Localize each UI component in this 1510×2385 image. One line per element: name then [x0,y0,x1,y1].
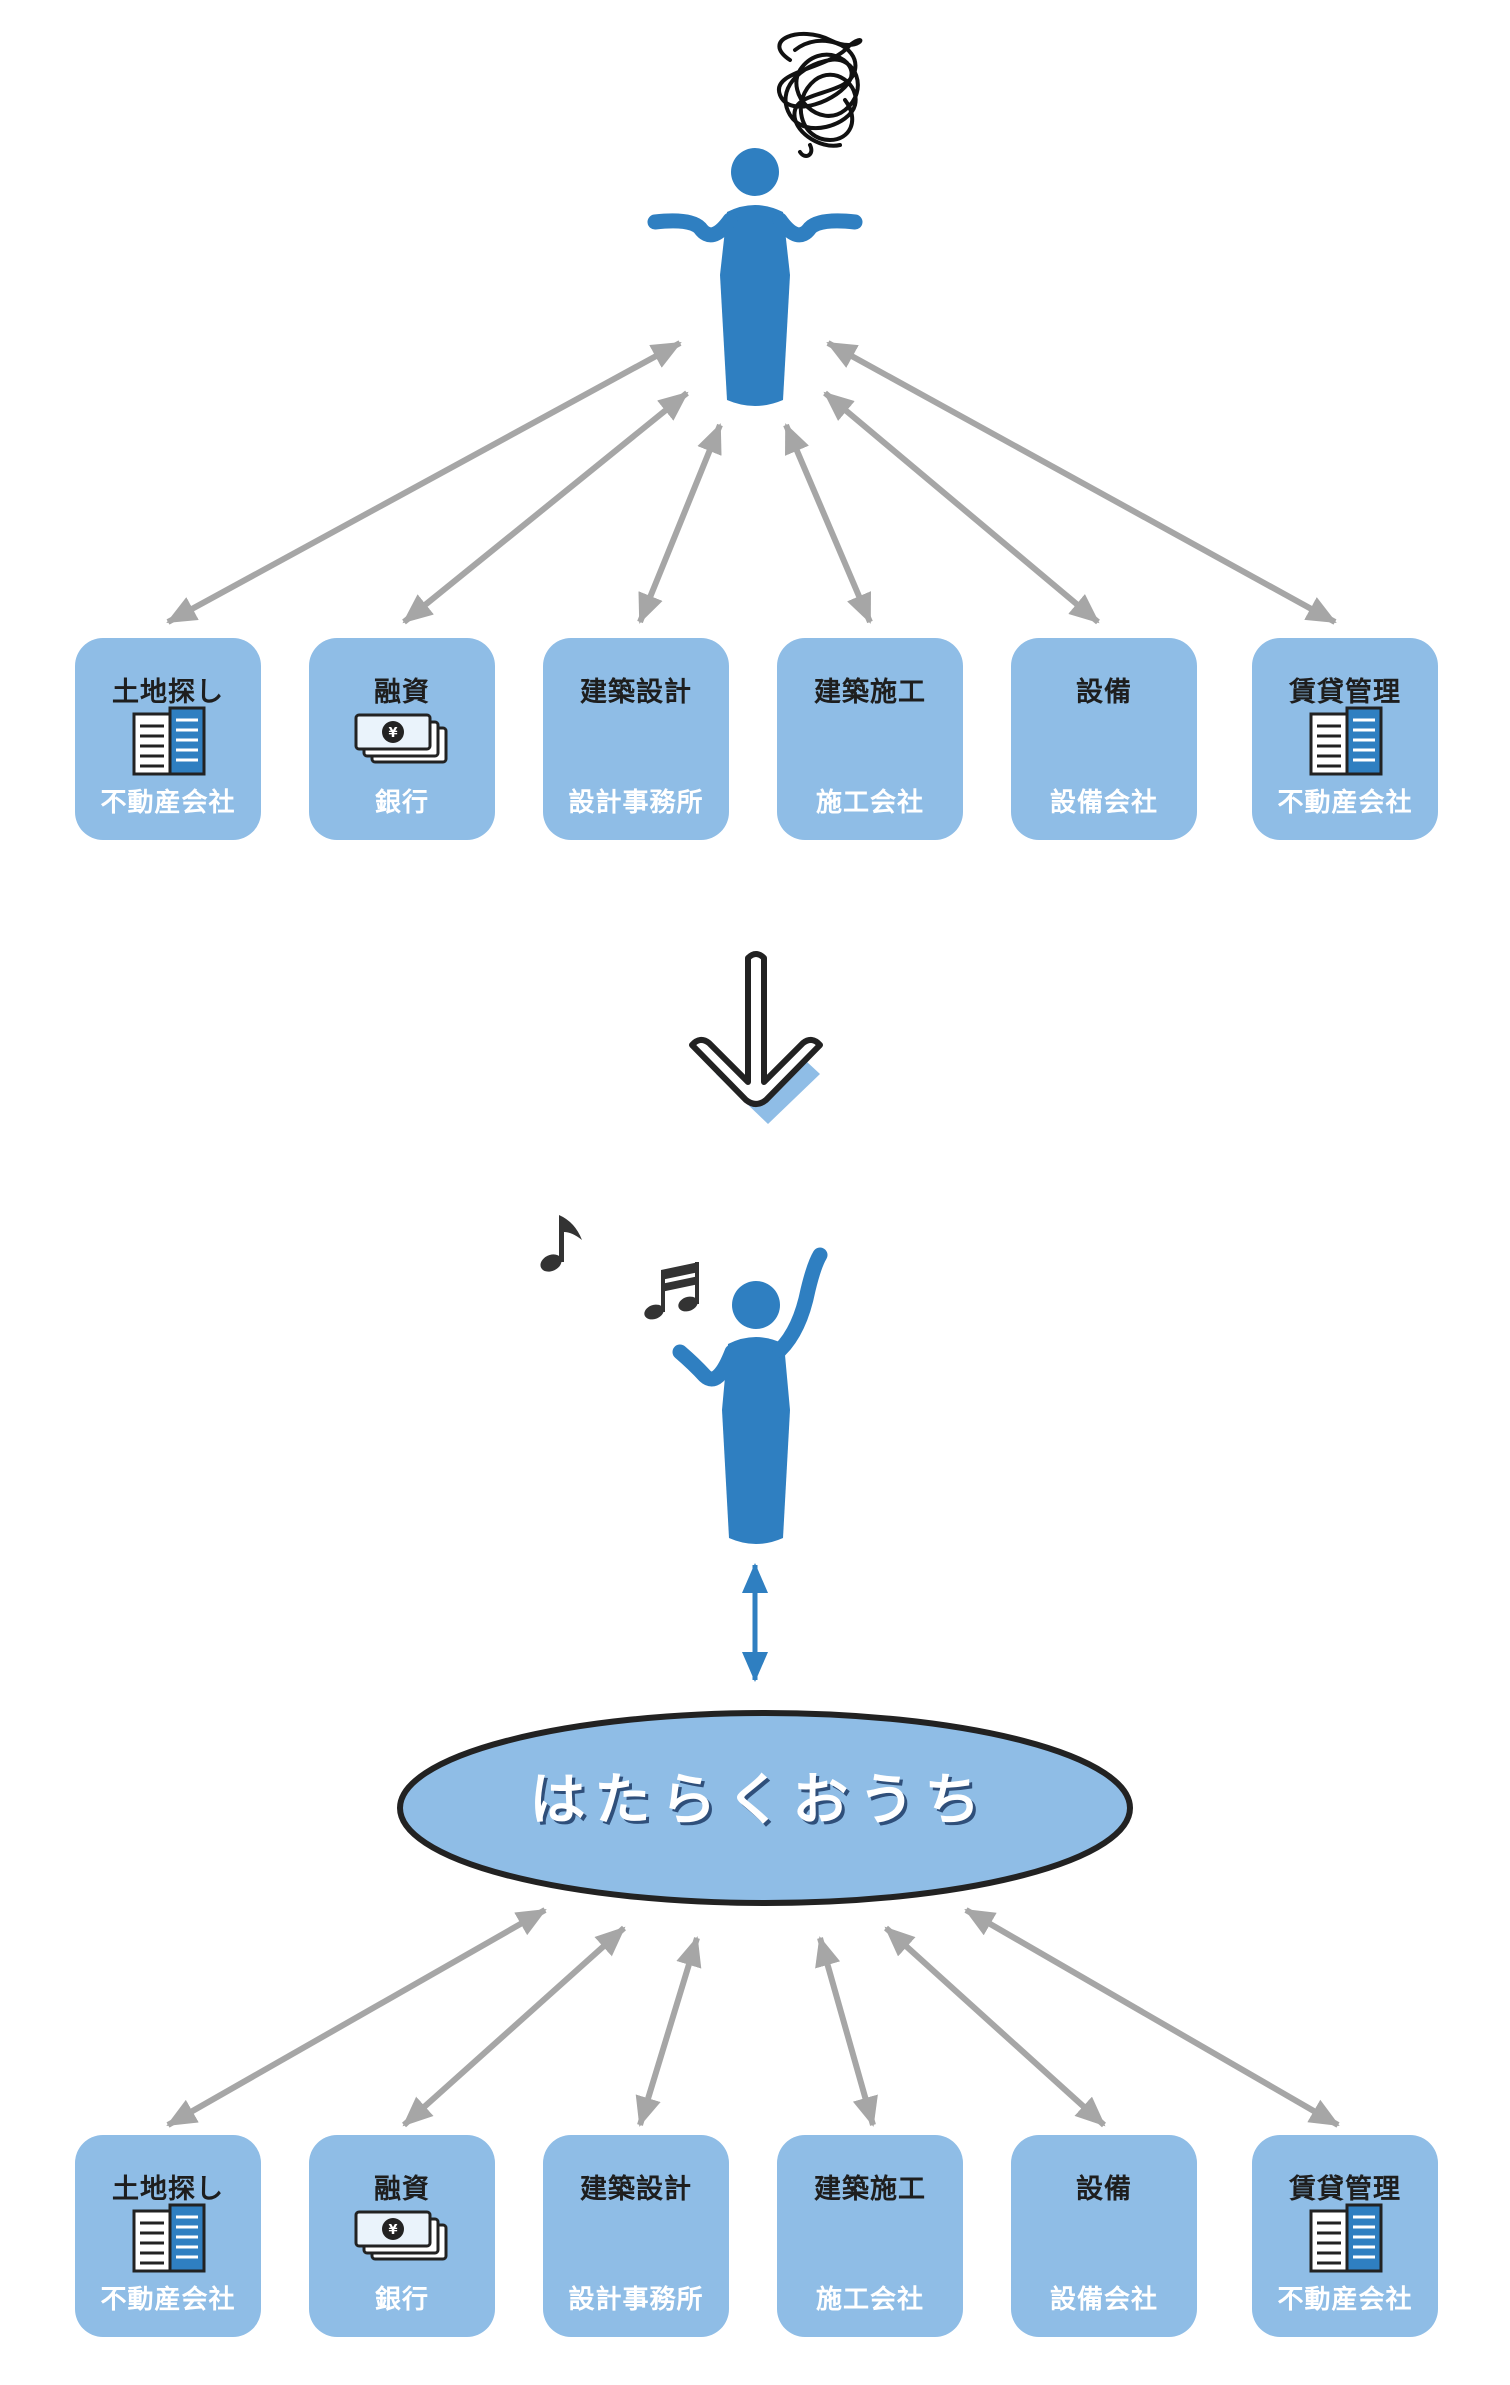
connector-arrow [637,423,723,624]
connector-arrow [635,1936,702,2127]
box-title: 建築施工 [814,677,926,708]
money-icon: ¥ [352,712,452,772]
top-box-financing: 融資 ¥ 銀行 [309,638,495,840]
top-connector-arrows [166,340,1337,625]
box-title: 設備 [1076,2174,1132,2205]
box-title: 融資 [374,677,430,708]
box-title: 賃貸管理 [1289,2174,1401,2205]
hub-label: はたらくおうち [529,1768,991,1833]
bottom-box-land-search: 土地探し 不動産会社 [75,2135,261,2337]
bottom-box-construction: 建築施工 施工会社 [777,2135,963,2337]
connector-arrow [815,1936,878,2127]
top-box-rental-management: 賃貸管理 不動産会社 [1252,638,1438,840]
down-arrow-icon [689,951,823,1124]
box-subtitle: 不動産会社 [1277,788,1413,818]
box-title: 土地探し [112,677,224,708]
box-title: 建築設計 [580,677,692,708]
box-subtitle: 設備会社 [1049,788,1158,818]
music-notes-icon [644,1262,699,1320]
top-box-land-search: 土地探し 不動産会社 [75,638,261,840]
top-box-architectural-design: 建築設計 設計事務所 [543,638,729,840]
happy-person-icon [672,1247,828,1544]
box-subtitle: 不動産会社 [100,2285,236,2315]
building-icon [128,706,208,780]
confused-person-icon [647,148,863,406]
connector-arrow [166,1907,547,2128]
connector-arrow [401,1925,627,2128]
connector-arrow [964,1907,1340,2128]
bottom-connector-arrows [166,1907,1340,2128]
building-icon [128,2203,208,2277]
box-subtitle: 設計事務所 [568,2285,704,2315]
top-box-equipment: 設備 設備会社 [1011,638,1197,840]
box-subtitle: 銀行 [374,788,429,818]
box-subtitle: 設計事務所 [568,788,704,818]
box-subtitle: 施工会社 [815,2285,924,2315]
connector-arrow [783,423,873,624]
connector-arrow [166,340,682,625]
bottom-box-rental-management: 賃貸管理 不動産会社 [1252,2135,1438,2337]
box-title: 土地探し [112,2174,224,2205]
money-icon: ¥ [352,2209,452,2269]
music-note-icon [540,1215,582,1272]
box-title: 賃貸管理 [1289,677,1401,708]
bottom-box-architectural-design: 建築設計 設計事務所 [543,2135,729,2337]
connector-arrow [826,340,1337,625]
box-subtitle: 不動産会社 [1277,2285,1413,2315]
connector-arrow [402,390,689,625]
svg-text:¥: ¥ [388,2223,397,2238]
svg-text:¥: ¥ [388,726,397,741]
building-icon [1305,706,1385,780]
hub-oval [397,1710,1133,1906]
bottom-box-equipment: 設備 設備会社 [1011,2135,1197,2337]
bottom-box-financing: 融資 ¥ 銀行 [309,2135,495,2337]
connector-arrow [883,1925,1107,2128]
top-box-construction: 建築施工 施工会社 [777,638,963,840]
box-title: 融資 [374,2174,430,2205]
box-title: 建築施工 [814,2174,926,2205]
building-icon [1305,2203,1385,2277]
box-subtitle: 設備会社 [1049,2285,1158,2315]
box-title: 建築設計 [580,2174,692,2205]
box-title: 設備 [1076,677,1132,708]
box-subtitle: 不動産会社 [100,788,236,818]
box-subtitle: 銀行 [374,2285,429,2315]
tangled-scribble-icon [776,31,863,158]
connector-arrow [823,390,1100,625]
box-subtitle: 施工会社 [815,788,924,818]
